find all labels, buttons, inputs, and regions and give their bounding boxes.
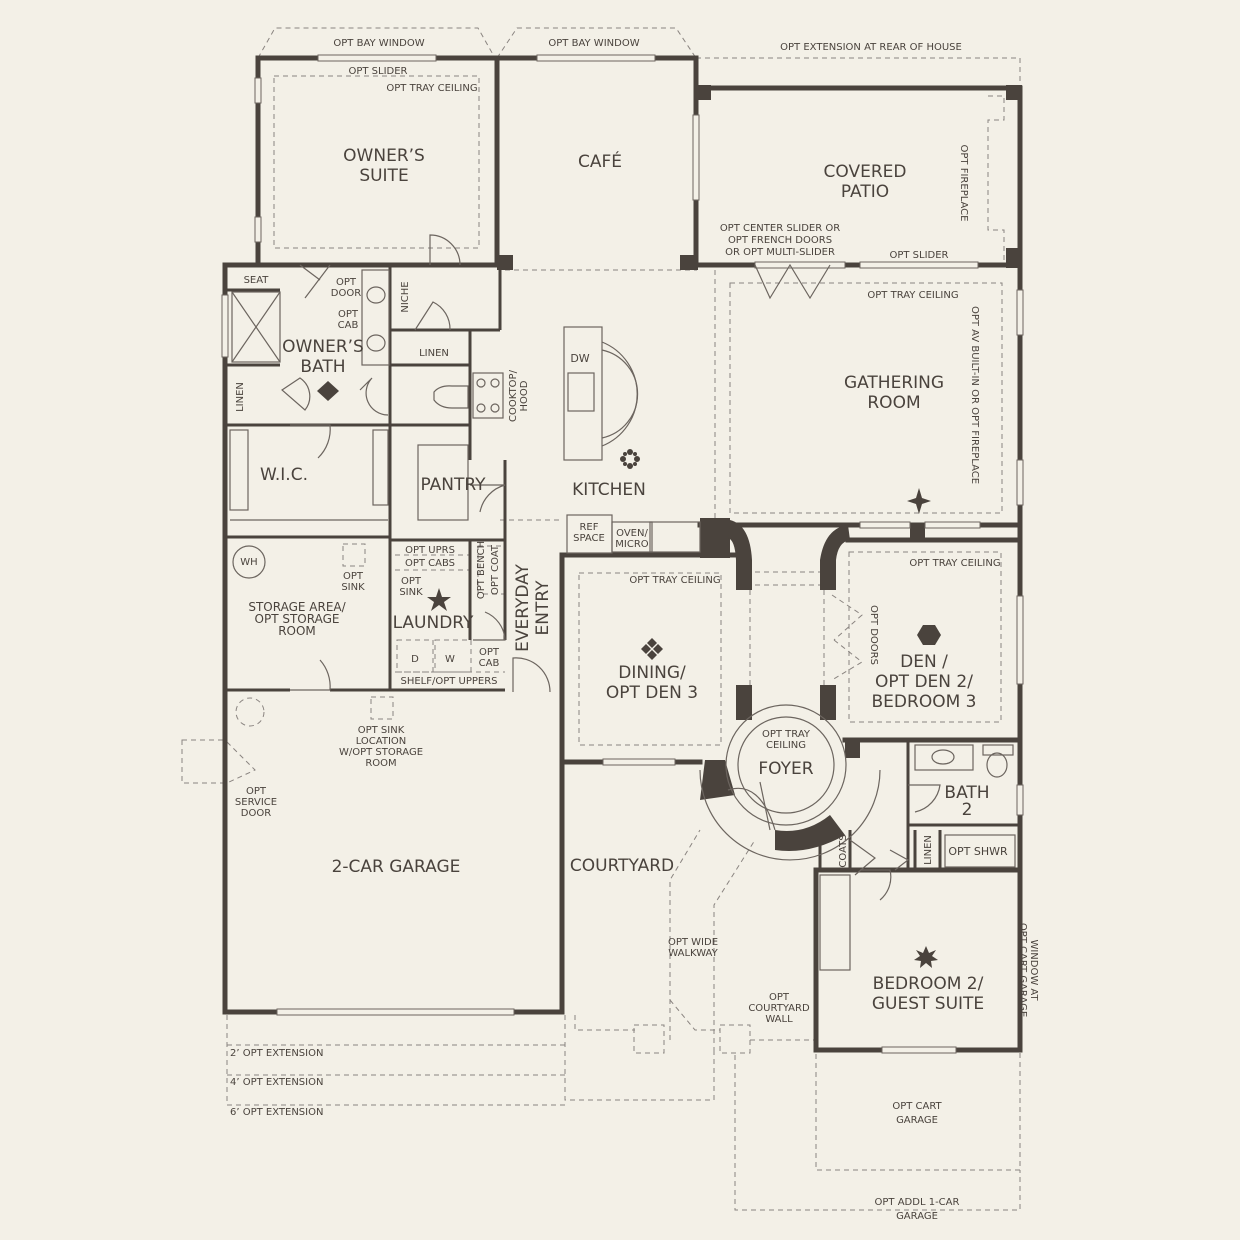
label-linen-side: LINEN: [235, 382, 246, 412]
room-dining: DINING/OPT DEN 3: [606, 663, 698, 703]
label-shelf: SHELF/OPT UPPERS: [400, 676, 497, 687]
snowflake-icon: [620, 449, 640, 469]
label-opt-shwr: OPT SHWR: [948, 845, 1008, 858]
label-opt-uprs: OPT UPRS: [405, 545, 455, 556]
fixtures: [231, 269, 1016, 971]
doors: [281, 234, 941, 901]
label-opt-doors: OPT DOORS: [868, 605, 879, 665]
label-bay-window-left: OPT BAY WINDOW: [333, 38, 424, 49]
label-ext2: 2’ OPT EXTENSION: [230, 1048, 323, 1059]
label-window-cart: WINDOW ATOPT CART GARAGE: [1017, 923, 1039, 1017]
label-coats: COATS: [838, 834, 849, 867]
label-opt-tray-den: OPT TRAY CEILING: [909, 558, 1000, 569]
star-icon: [427, 588, 451, 611]
room-wic: W.I.C.: [260, 465, 308, 485]
label-opt-cabs: OPT CABS: [405, 558, 455, 569]
label-niche: NICHE: [400, 281, 411, 312]
label-opt-extension-rear: OPT EXTENSION AT REAR OF HOUSE: [780, 42, 962, 53]
label-opt-coat: OPT COAT: [490, 544, 501, 595]
room-everyday-entry: EVERYDAYENTRY: [513, 564, 553, 652]
label-seat: SEAT: [244, 275, 270, 286]
room-bedroom2: BEDROOM 2/GUEST SUITE: [872, 974, 984, 1014]
label-opt-av: OPT AV BUILT-IN OR OPT FIREPLACE: [969, 306, 980, 484]
label-opt-tray-owner: OPT TRAY CEILING: [386, 83, 477, 94]
label-wh: WH: [240, 557, 257, 568]
label-ext6: 6’ OPT EXTENSION: [230, 1107, 323, 1118]
label-washer-w: W: [445, 654, 455, 665]
columns: [497, 85, 1022, 851]
label-opt-bench: OPT BENCH: [476, 541, 487, 599]
label-ext4: 4’ OPT EXTENSION: [230, 1077, 323, 1088]
annotations: OPT BAY WINDOW OPT BAY WINDOW OPT EXTENS…: [230, 38, 1039, 1222]
label-cooktop: COOKTOP/HOOD: [508, 369, 530, 422]
room-laundry: LAUNDRY: [393, 613, 474, 633]
optional-outlines: [181, 27, 1021, 1211]
four-point-star-icon: [907, 488, 931, 514]
cluster-diamond-icon: [641, 638, 663, 660]
label-oven: OVEN/MICRO: [615, 528, 649, 550]
windows: [221, 54, 1024, 1054]
label-opt-tray-gathering: OPT TRAY CEILING: [867, 290, 958, 301]
label-linen-bath: LINEN: [419, 348, 449, 359]
room-pantry: PANTRY: [420, 475, 486, 495]
room-kitchen: KITCHEN: [572, 480, 646, 500]
room-courtyard: COURTYARD: [570, 856, 674, 876]
room-cafe: CAFÉ: [578, 150, 622, 172]
burst-icon: [914, 946, 938, 968]
interior-walls: [225, 265, 1020, 870]
hexagon-icon: [917, 625, 941, 645]
label-opt-slider-patio: OPT SLIDER: [889, 250, 948, 261]
room-den: DEN /OPT DEN 2/BEDROOM 3: [872, 652, 977, 712]
label-opt-tray-dining: OPT TRAY CEILING: [629, 575, 720, 586]
label-linen-bath2: LINEN: [923, 835, 934, 865]
label-bay-window-right: OPT BAY WINDOW: [548, 38, 639, 49]
walls: [222, 55, 1023, 1053]
label-dw: DW: [570, 352, 589, 365]
label-opt-slider-top: OPT SLIDER: [348, 66, 407, 77]
room-foyer: FOYER: [758, 759, 813, 779]
room-garage: 2-CAR GARAGE: [332, 857, 461, 877]
label-opt-fireplace: OPT FIREPLACE: [958, 145, 969, 222]
label-washer-d: D: [411, 654, 419, 665]
diamond-icon: [317, 381, 339, 401]
